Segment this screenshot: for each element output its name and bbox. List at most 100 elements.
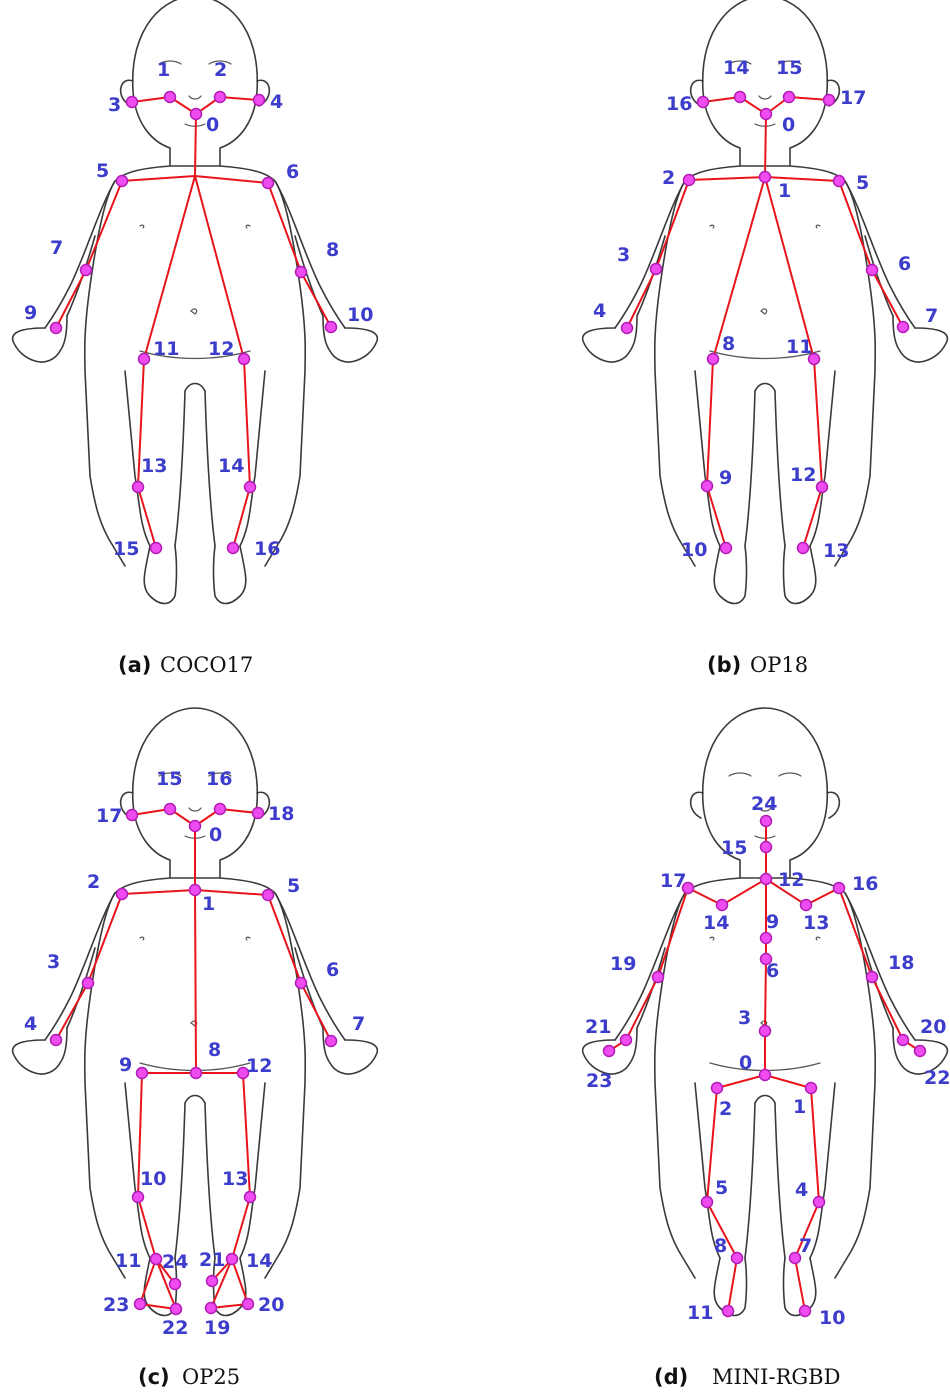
keypoint-label-9: 9 [719, 467, 732, 489]
keypoint-17 [824, 95, 835, 106]
keypoint-label-19: 19 [610, 953, 636, 975]
keypoint-24 [761, 816, 772, 827]
keypoint-label-11: 11 [115, 1250, 141, 1272]
keypoint-3 [127, 97, 138, 108]
keypoint-label-3: 3 [738, 1007, 751, 1029]
keypoint-23 [604, 1046, 615, 1057]
caption-d-text: MINI-RGBD [712, 1365, 840, 1389]
keypoint-1 [806, 1083, 817, 1094]
keypoint-label-14: 14 [723, 57, 749, 79]
bone-12-14 [722, 879, 766, 905]
keypoint-label-5: 5 [287, 875, 300, 897]
keypoint-label-9: 9 [119, 1054, 132, 1076]
keypoint-label-10: 10 [140, 1168, 166, 1190]
bone-19-21 [626, 977, 658, 1040]
keypoint-label-1: 1 [202, 893, 215, 915]
keypoint-0 [190, 821, 201, 832]
keypoint-4 [814, 1197, 825, 1208]
keypoint-7 [326, 1036, 337, 1047]
keypoint-label-21: 21 [199, 1249, 225, 1271]
keypoint-label-8: 8 [722, 333, 735, 355]
bone-18-20 [872, 977, 903, 1040]
keypoint-label-17: 17 [96, 805, 122, 827]
keypoint-0 [191, 109, 202, 120]
keypoint-label-20: 20 [920, 1016, 946, 1038]
keypoint-label-0: 0 [739, 1052, 752, 1074]
keypoint-label-3: 3 [617, 244, 630, 266]
bone-17-19 [658, 888, 688, 977]
keypoint-0 [761, 109, 772, 120]
keypoint-14 [245, 482, 256, 493]
keypoint-2 [117, 889, 128, 900]
keypoint-6 [296, 978, 307, 989]
keypoint-label-16: 16 [666, 93, 692, 115]
keypoint-6 [263, 178, 274, 189]
keypoint-label-5: 5 [96, 160, 109, 182]
keypoint-label-13: 13 [141, 455, 167, 477]
bone-0-2 [717, 1075, 765, 1088]
caption-d-letter: (d) [654, 1365, 688, 1389]
keypoint-label-3: 3 [108, 94, 121, 116]
skeleton-panel-a: 012345678910111213141516 [24, 59, 373, 560]
keypoint-1 [760, 172, 771, 183]
keypoint-15 [151, 543, 162, 554]
bone-3-4 [627, 269, 656, 328]
keypoint-4 [622, 323, 633, 334]
keypoint-9 [51, 323, 62, 334]
keypoint-label-15: 15 [156, 768, 182, 790]
keypoint-label-11: 11 [786, 336, 812, 358]
keypoint-label-24: 24 [162, 1251, 188, 1273]
keypoint-label-4: 4 [795, 1179, 808, 1201]
keypoint-2 [215, 92, 226, 103]
keypoint-label-0: 0 [206, 114, 219, 136]
keypoint-label-4: 4 [270, 91, 283, 113]
keypoint-label-11: 11 [687, 1302, 713, 1324]
keypoint-label-5: 5 [856, 172, 869, 194]
keypoint-3 [83, 978, 94, 989]
keypoint-11 [151, 1254, 162, 1265]
caption-c-letter: (c) [138, 1365, 170, 1389]
keypoint-4 [254, 95, 265, 106]
keypoint-9 [702, 481, 713, 492]
keypoint-7 [81, 265, 92, 276]
keypoint-5 [117, 176, 128, 187]
keypoint-4 [51, 1035, 62, 1046]
caption-a: (a) COCO17 [118, 653, 253, 677]
keypoint-label-10: 10 [819, 1307, 845, 1329]
keypoint-label-15: 15 [113, 538, 139, 560]
keypoint-18 [867, 972, 878, 983]
keypoint-label-14: 14 [218, 455, 244, 477]
keypoint-label-0: 0 [209, 824, 222, 846]
keypoint-label-7: 7 [352, 1013, 365, 1035]
keypoint-label-16: 16 [254, 538, 280, 560]
caption-c: (c) OP25 [138, 1365, 240, 1389]
bone-16-18 [839, 888, 872, 977]
keypoint-17 [127, 810, 138, 821]
bone-3-4 [56, 983, 88, 1040]
bone-2-3 [88, 894, 122, 983]
keypoint-label-4: 4 [593, 300, 606, 322]
keypoint-8 [732, 1253, 743, 1264]
keypoint-label-1: 1 [157, 59, 170, 81]
keypoint-16 [834, 883, 845, 894]
bone-1-8 [195, 890, 196, 1073]
keypoint-label-0: 0 [782, 114, 795, 136]
caption-b: (b) OP18 [707, 653, 808, 677]
keypoint-6 [867, 265, 878, 276]
keypoint-label-20: 20 [258, 1294, 284, 1316]
keypoint-16 [698, 97, 709, 108]
keypoint-label-1: 1 [793, 1096, 806, 1118]
skeleton-panel-d: 0123456789101112131415161718192021222324 [585, 793, 950, 1329]
keypoint-21 [621, 1035, 632, 1046]
keypoint-label-9: 9 [24, 302, 37, 324]
bone-8-9 [707, 359, 713, 486]
bone-7-10 [795, 1258, 805, 1311]
keypoint-14 [735, 92, 746, 103]
keypoint-label-18: 18 [268, 803, 294, 825]
bone-6-7 [872, 270, 903, 327]
keypoint-label-12: 12 [208, 338, 234, 360]
keypoint-label-10: 10 [347, 304, 373, 326]
keypoint-label-13: 13 [803, 912, 829, 934]
keypoint-label-6: 6 [286, 161, 299, 183]
